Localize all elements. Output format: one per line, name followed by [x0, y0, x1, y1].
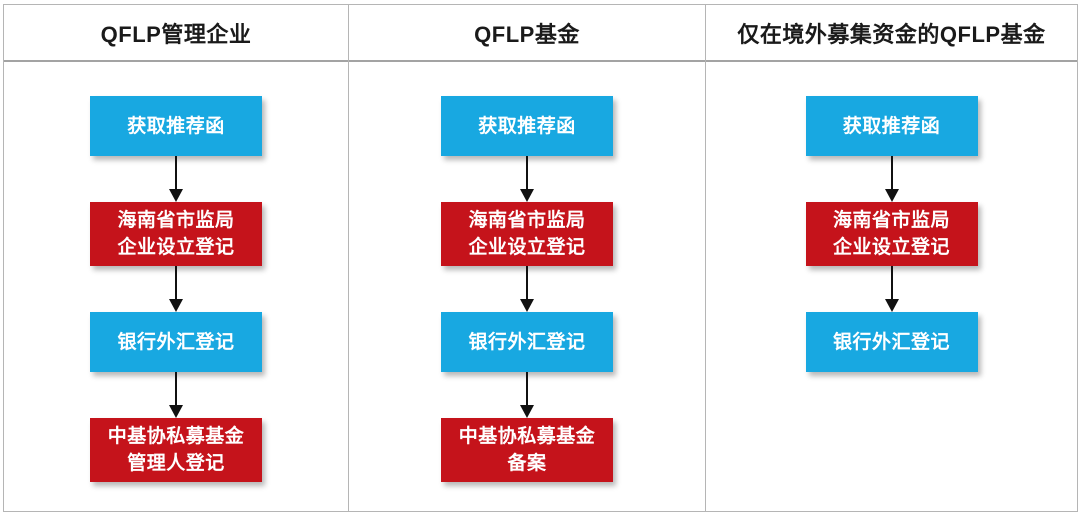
- flow-step-label: 银行外汇登记: [117, 331, 235, 353]
- flow-step-label: 海南省市监局: [117, 210, 235, 231]
- column-qflp-management: QFLP管理企业 获取推荐函 海南省市监局 企业设立登记 银行外汇登记 中基协私…: [4, 5, 348, 511]
- flow-step-box: 海南省市监局 企业设立登记: [441, 202, 613, 266]
- flow-step-box: 海南省市监局 企业设立登记: [90, 202, 262, 266]
- flow-step-label: 海南省市监局: [832, 210, 950, 231]
- down-arrow-icon: [520, 156, 534, 202]
- flow-step-label: 获取推荐函: [842, 115, 941, 137]
- flow-step-box: 银行外汇登记: [441, 312, 613, 372]
- column-header: QFLP管理企业: [4, 5, 348, 62]
- flow-step-box: 银行外汇登记: [805, 312, 978, 372]
- column-flow: 获取推荐函 海南省市监局 企业设立登记 银行外汇登记 中基协私募基金 管理人登记: [4, 62, 348, 511]
- down-arrow-icon: [169, 372, 183, 418]
- flow-step-box: 海南省市监局 企业设立登记: [805, 202, 978, 266]
- down-arrow-icon: [884, 266, 899, 312]
- flow-step-label: 银行外汇登记: [468, 331, 586, 353]
- down-arrow-icon: [520, 266, 534, 312]
- down-arrow-icon: [884, 156, 899, 202]
- column-offshore-qflp-fund: 仅在境外募集资金的QFLP基金 获取推荐函 海南省市监局 企业设立登记 银行外汇…: [705, 5, 1077, 511]
- column-flow: 获取推荐函 海南省市监局 企业设立登记 银行外汇登记 中基协私募基金 备案: [349, 62, 705, 511]
- flow-step-box: 中基协私募基金 备案: [441, 418, 613, 482]
- down-arrow-icon: [169, 156, 183, 202]
- column-header: QFLP基金: [349, 5, 705, 62]
- flow-step-box: 获取推荐函: [805, 96, 978, 156]
- column-header: 仅在境外募集资金的QFLP基金: [706, 5, 1077, 62]
- flow-step-label: 中基协私募基金: [107, 426, 245, 447]
- flow-step-label: 企业设立登记: [468, 237, 586, 258]
- flow-step-box: 中基协私募基金 管理人登记: [90, 418, 262, 482]
- flow-step-label: 海南省市监局: [468, 210, 586, 231]
- flow-step-box: 银行外汇登记: [90, 312, 262, 372]
- flowchart-table: QFLP管理企业 获取推荐函 海南省市监局 企业设立登记 银行外汇登记 中基协私…: [3, 4, 1078, 512]
- flow-step-label: 中基协私募基金: [458, 426, 596, 447]
- column-qflp-fund: QFLP基金 获取推荐函 海南省市监局 企业设立登记 银行外汇登记 中基协私募基…: [348, 5, 705, 511]
- flow-step-label: 获取推荐函: [478, 115, 576, 137]
- flow-step-label: 获取推荐函: [127, 115, 225, 137]
- flow-step-label: 银行外汇登记: [832, 331, 950, 353]
- flow-step-label: 备案: [507, 453, 547, 474]
- down-arrow-icon: [169, 266, 183, 312]
- flow-step-box: 获取推荐函: [90, 96, 262, 156]
- flow-step-label: 企业设立登记: [832, 237, 950, 258]
- flow-step-label: 企业设立登记: [117, 237, 235, 258]
- flow-step-label: 管理人登记: [127, 453, 225, 474]
- column-flow: 获取推荐函 海南省市监局 企业设立登记 银行外汇登记: [706, 62, 1077, 511]
- down-arrow-icon: [520, 372, 534, 418]
- flow-step-box: 获取推荐函: [441, 96, 613, 156]
